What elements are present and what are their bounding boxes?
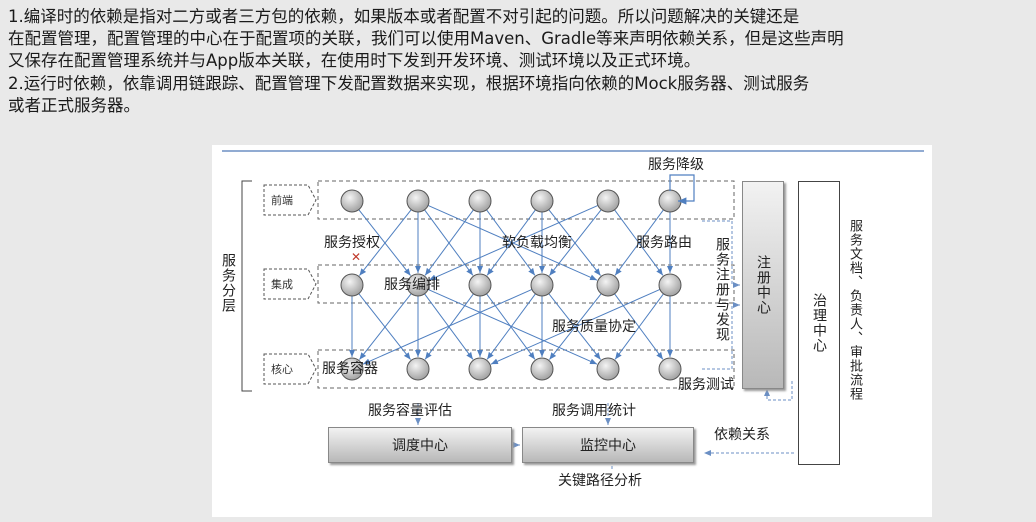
service-node: [596, 357, 620, 381]
critical-path-label: 关键路径分析: [558, 473, 642, 489]
service-node: [596, 273, 620, 297]
governance-center-box: 治理中心: [798, 181, 840, 465]
service-node: [658, 273, 682, 297]
orchestration-label: 服务编排: [384, 277, 440, 293]
service-node: [658, 189, 682, 213]
dependency-arrow: [359, 293, 412, 360]
service-node: [596, 189, 620, 213]
dependency-arrow: [490, 288, 661, 365]
service-node: [406, 189, 430, 213]
paragraph-line: 1.编译时的依赖是指对二方或者三方包的依赖，如果版本或者配置不对引起的问题。所以…: [8, 7, 800, 26]
auth-blocked-mark: ✕: [351, 250, 361, 264]
container-label: 服务容器: [322, 361, 378, 377]
monitoring-center-box: 监控中心: [522, 427, 694, 463]
paragraph-line: 又保存在配置管理系统并与App版本关联，在使用时下发到开发环境、测试环境以及正式…: [8, 51, 701, 71]
register-discovery-label: 服务注册与发现: [714, 237, 730, 342]
service-node: [530, 357, 554, 381]
tag-front: [263, 184, 317, 216]
service-architecture-diagram: ✕ 服务分层 前端 集成 核心 服务降级 服务授权 软负载均衡 服务路由 服务编…: [212, 145, 932, 517]
dependency-arrow: [614, 293, 664, 360]
service-node: [658, 357, 682, 381]
layer-core-label: 核心: [271, 363, 293, 376]
service-node: [530, 273, 554, 297]
register-link-top: [702, 220, 740, 288]
paragraph-line: 2.运行时依赖，依靠调用链跟踪、配置管理下发配置数据来实现，根据环境指向依赖的M…: [8, 73, 810, 93]
layer-integration-label: 集成: [271, 278, 293, 291]
qos-label: 服务质量协定: [552, 319, 636, 335]
layer-front-label: 前端: [271, 194, 293, 207]
registry-center-box: 注册中心: [742, 181, 784, 389]
dependency-arrow: [614, 209, 664, 276]
dependency-arrow: [427, 288, 598, 365]
service-node: [340, 189, 364, 213]
row-frame-core: [317, 349, 735, 389]
description-text: 1.编译时的依赖是指对二方或者三方包的依赖，如果版本或者配置不对引起的问题。所以…: [8, 6, 1032, 117]
diagram-canvas: ✕: [222, 150, 924, 469]
degrade-label: 服务降级: [648, 157, 704, 173]
auth-label: 服务授权: [324, 235, 380, 251]
load-balance-label: 软负载均衡: [502, 235, 572, 251]
dependency-arrow: [428, 204, 599, 281]
tag-integration: [263, 268, 317, 300]
capacity-label: 服务容量评估: [368, 403, 452, 419]
service-node: [340, 357, 364, 381]
testing-label: 服务测试: [678, 377, 734, 393]
service-node: [406, 357, 430, 381]
layer-title: 服务分层: [220, 253, 236, 313]
row-frame-front: [317, 180, 735, 220]
call-stats-label: 服务调用统计: [552, 403, 636, 419]
service-node: [468, 273, 492, 297]
degrade-loop: [669, 174, 695, 205]
paragraph-line: 在配置管理，配置管理的中心在于配置项的关联，我们可以使用Maven、Gradle…: [8, 29, 844, 49]
service-node: [530, 189, 554, 213]
dependency-arrow: [549, 209, 602, 276]
service-node: [468, 189, 492, 213]
service-node: [468, 357, 492, 381]
governance-side-label: 服务文档、负责人、审批流程: [847, 219, 862, 401]
dependency-arrow: [424, 293, 474, 360]
dependency-arrow: [424, 209, 474, 276]
routing-label: 服务路由: [636, 235, 692, 251]
governance-link: [764, 381, 793, 401]
service-node: [340, 273, 364, 297]
dependency-arrow: [359, 209, 412, 276]
layer-bracket: [241, 180, 252, 392]
paragraph-line: 或者正式服务器。: [8, 95, 140, 115]
scheduling-center-box: 调度中心: [328, 427, 512, 463]
service-node: [406, 273, 430, 297]
tag-core: [263, 353, 317, 385]
register-link-bottom: [702, 302, 740, 370]
dependency-label: 依赖关系: [714, 427, 770, 443]
dependency-arrow: [362, 288, 533, 365]
